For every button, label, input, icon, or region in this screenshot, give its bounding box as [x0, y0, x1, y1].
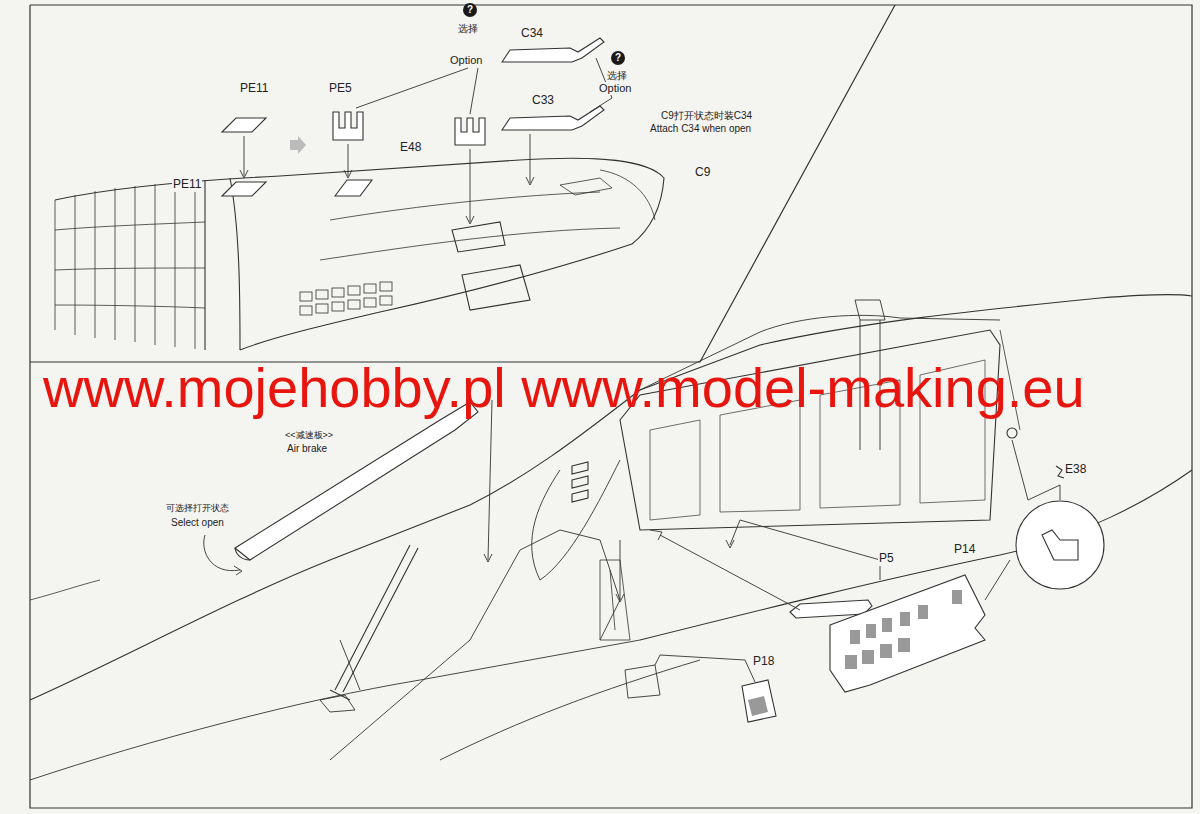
- top-leaders: [240, 58, 612, 224]
- option-badge: ?: [463, 3, 477, 17]
- part-number: E48: [399, 141, 422, 155]
- bottom-parts: [742, 466, 1104, 722]
- part-number: PE11: [172, 178, 202, 192]
- part-number: C34: [520, 27, 544, 41]
- part-number: P18: [752, 655, 775, 669]
- option-note: Select open: [170, 517, 225, 529]
- top-fuselage: [55, 158, 664, 350]
- assembly-note: Attach C34 when open: [649, 123, 752, 135]
- bottom-fuselage: [30, 295, 1192, 780]
- air-brake: [235, 402, 478, 700]
- option-badge: ?: [611, 51, 625, 65]
- part-label-cn: <<减速板>>: [284, 430, 334, 440]
- option-note: Option: [449, 54, 483, 67]
- top-parts: [222, 38, 604, 196]
- option-note: Option: [598, 82, 632, 95]
- bottom-leaders: [204, 400, 1060, 682]
- part-number: P14: [953, 543, 976, 557]
- option-note-cn: 选择: [606, 70, 628, 82]
- assembly-note-cn: C9打开状态时装C34: [660, 110, 753, 122]
- part-number: PE11: [239, 82, 269, 96]
- option-note-cn: 可选择打开状态: [165, 503, 230, 513]
- part-number: C9: [694, 166, 711, 180]
- part-number: C33: [531, 94, 555, 108]
- frame: [30, 5, 1192, 808]
- option-note-cn: 选择: [457, 23, 479, 35]
- part-label: Air brake: [286, 443, 328, 455]
- watermark: www.mojehobby.pl www.model-making.eu: [42, 360, 1086, 416]
- part-number: P5: [878, 552, 895, 566]
- part-number: PE5: [328, 82, 353, 96]
- part-number: E38: [1064, 463, 1087, 477]
